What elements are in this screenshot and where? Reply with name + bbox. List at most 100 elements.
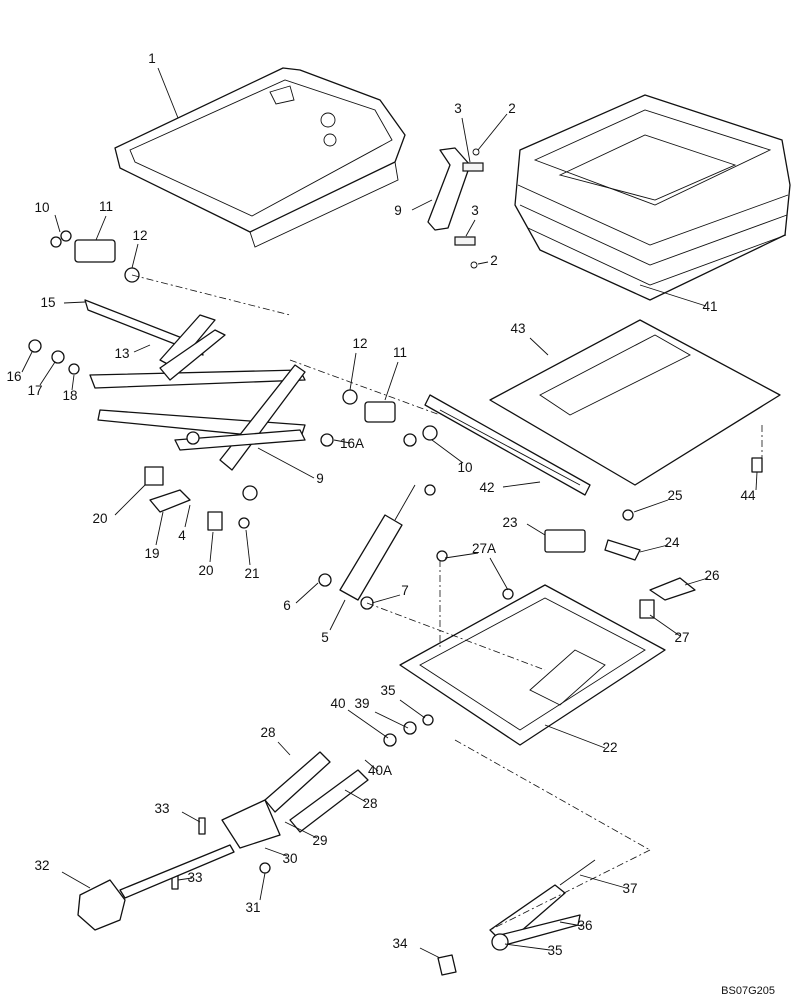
callout-c31: 31	[245, 900, 260, 915]
springs-28-and-hardware	[171, 714, 434, 890]
callout-c29: 29	[312, 833, 327, 848]
leader-line-c22	[544, 724, 606, 749]
callout-c16A: 16A	[340, 436, 364, 451]
callout-c10b: 10	[457, 460, 472, 475]
callout-c37: 37	[622, 881, 637, 896]
part-5-gas-spring	[318, 484, 436, 610]
callout-c2b: 2	[490, 253, 498, 268]
callout-c4: 4	[178, 528, 186, 543]
callout-c3b: 3	[471, 203, 479, 218]
part-9-link-upper	[427, 147, 484, 269]
callout-c6: 6	[283, 598, 291, 613]
callout-c27A: 27A	[472, 541, 496, 556]
leader-line-c10a	[54, 214, 61, 233]
parts-10-11-12-16A-right	[320, 389, 438, 447]
callout-c26: 26	[704, 568, 719, 583]
callout-c18: 18	[62, 388, 77, 403]
callout-c12a: 12	[132, 228, 147, 243]
leader-line-c4	[184, 504, 191, 528]
leader-line-c43	[529, 337, 549, 356]
leader-line-c19	[155, 511, 164, 546]
leader-line-c24	[639, 544, 669, 553]
callout-c21: 21	[244, 566, 259, 581]
leader-line-c34	[419, 947, 441, 959]
callout-c19: 19	[144, 546, 159, 561]
leader-line-c41	[639, 284, 707, 307]
leader-line-c33b	[177, 877, 193, 881]
callout-c32: 32	[34, 858, 49, 873]
callout-c43: 43	[510, 321, 525, 336]
callout-c44: 44	[740, 488, 756, 503]
scissor-frame-assembly	[84, 299, 306, 501]
leader-line-c12a	[131, 243, 139, 269]
callout-c11a: 11	[99, 199, 113, 214]
leader-line-c7	[371, 594, 401, 604]
callout-c20a: 20	[92, 511, 107, 526]
leader-line-c20a	[114, 484, 146, 516]
leader-line-c23	[526, 523, 546, 536]
parts-34-37-handle	[437, 859, 596, 976]
callout-c1: 1	[148, 51, 156, 66]
part-1-seat-pan	[114, 67, 406, 248]
parts-23-27-hardware	[436, 509, 696, 619]
leader-line-c21	[245, 529, 251, 566]
part-41-bellows-boot	[514, 94, 791, 301]
leader-line-c28b	[344, 789, 367, 803]
leader-line-c9b	[257, 447, 315, 479]
leader-line-c42	[502, 481, 541, 488]
leader-line-c28a	[277, 741, 291, 756]
callout-c13: 13	[114, 346, 129, 361]
callout-c10a: 10	[34, 200, 49, 215]
leader-line-c2b	[477, 261, 489, 265]
leader-line-c39	[374, 711, 409, 729]
callout-c24: 24	[664, 535, 680, 550]
leader-line-c29	[284, 821, 318, 839]
callout-c35a: 35	[380, 683, 395, 698]
leader-line-c27A	[489, 557, 509, 591]
part-44-bolt	[751, 457, 763, 473]
callout-c40: 40	[330, 696, 345, 711]
leader-line-c16A	[333, 439, 351, 444]
leader-line-c18	[71, 374, 75, 391]
leader-line-c5	[329, 599, 346, 631]
callout-c33b: 33	[187, 870, 202, 885]
leader-line-c31	[259, 872, 266, 901]
callout-c39: 39	[354, 696, 369, 711]
callout-c15: 15	[40, 295, 55, 310]
leader-line-c9a	[411, 199, 433, 211]
leader-line-c40	[347, 709, 389, 739]
callout-c5: 5	[321, 630, 329, 645]
callout-c28b: 28	[362, 796, 377, 811]
washers-16-17-18	[28, 339, 80, 375]
callout-c12b: 12	[352, 336, 367, 351]
leader-line-c20b	[209, 531, 214, 563]
callout-c27: 27	[674, 630, 689, 645]
callout-c7: 7	[401, 583, 409, 598]
leader-line-c37	[579, 874, 627, 889]
callout-c20b: 20	[198, 563, 213, 578]
part-43-base-plate	[489, 319, 781, 486]
leader-line-c3b	[465, 219, 476, 237]
leader-line-c11a	[95, 215, 107, 241]
leader-line-c15	[63, 301, 86, 304]
leader-line-c11b	[384, 361, 399, 401]
leader-line-c44	[755, 471, 758, 491]
leader-line-c36	[559, 921, 583, 927]
leader-line-c12b	[349, 352, 357, 391]
leader-line-c26	[684, 577, 709, 586]
leader-line-c30	[264, 847, 288, 857]
leader-line-c33a	[181, 811, 201, 823]
callout-c23: 23	[502, 515, 517, 530]
brackets-19-20-4-21	[144, 466, 250, 531]
callout-c30: 30	[282, 851, 297, 866]
alignment-guides	[131, 274, 763, 931]
callout-c22: 22	[602, 740, 617, 755]
callout-c40A: 40A	[368, 763, 392, 778]
callout-c33a: 33	[154, 801, 169, 816]
callout-c25: 25	[667, 488, 682, 503]
leader-line-c10b	[431, 439, 464, 464]
leader-line-c25	[633, 499, 669, 513]
callout-c35b: 35	[547, 943, 562, 958]
